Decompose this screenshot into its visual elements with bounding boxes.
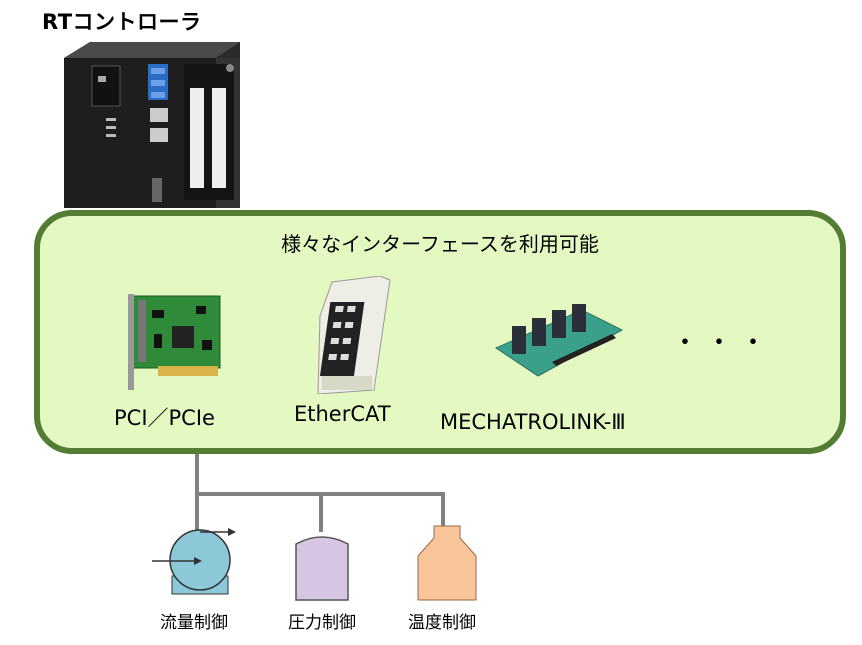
mechatrolink-board-image [494, 304, 624, 377]
pressure-tank-icon [295, 536, 349, 601]
interface-label-ethercat: EtherCAT [294, 402, 391, 426]
pci-board-image [128, 294, 221, 390]
rt-controller-image [64, 42, 240, 208]
ethercat-module-image [317, 276, 391, 394]
pump-icon [152, 528, 236, 595]
interface-label-mechatrolink: MECHATROLINK-Ⅲ [440, 410, 626, 434]
panel-title: 様々なインターフェースを利用可能 [281, 232, 599, 256]
control-label-pressure: 圧力制御 [288, 613, 356, 633]
more-interfaces-ellipsis: ・・・ [672, 328, 775, 358]
temperature-vessel-icon [417, 525, 477, 601]
interface-label-pci: PCI／PCIe [114, 406, 215, 430]
control-label-temperature: 温度制御 [408, 613, 476, 633]
page-title: RTコントローラ [42, 10, 202, 34]
control-label-flow: 流量制御 [160, 613, 228, 633]
